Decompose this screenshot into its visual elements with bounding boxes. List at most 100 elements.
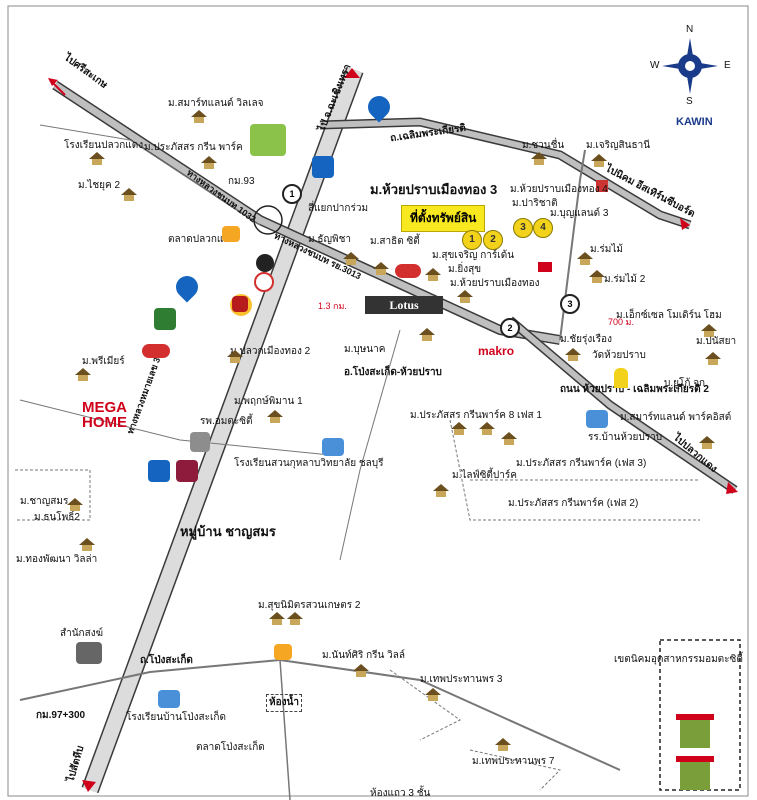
road-label-huaipong: ถนน ห้วยปราบ - เฉลิมพระเกียรติ 2 bbox=[560, 384, 709, 395]
site-marker-4: 4 bbox=[533, 218, 553, 238]
label-school-suan: โรงเรียนสวนกุหลาบวิทยาลัย ชลบุรี bbox=[234, 458, 384, 469]
bangchak-logo-icon bbox=[254, 272, 274, 292]
label-bsouth: บ.ยูโก้ จก. bbox=[664, 378, 708, 389]
house-icon bbox=[424, 268, 442, 282]
label-market-pong: ตลาดโป่งสะเก็ด bbox=[196, 742, 265, 753]
compass-w-label: W bbox=[650, 60, 660, 71]
label-life-park: ม.ไลฟ์ซิตี้ปาร์ค bbox=[452, 470, 517, 481]
house-icon bbox=[590, 154, 608, 168]
label-rommai2: ม.ร่มไม้ 2 bbox=[604, 274, 646, 285]
label-phruksa: ม.พฤกษ์พิมาน 1 bbox=[234, 396, 303, 407]
road-label-bong: อ.โป่งสะเก็ด-ห้วยปราบ bbox=[344, 367, 442, 378]
house-icon bbox=[494, 738, 512, 752]
label-rommai: ม.ร่มไม้ bbox=[590, 244, 623, 255]
site-marker-2: 2 bbox=[483, 230, 503, 250]
house-icon bbox=[190, 110, 208, 124]
label-suanpetch2: ม.สุขนิมิตรสวนเกษตร 2 bbox=[258, 600, 361, 611]
house-icon bbox=[450, 422, 468, 436]
makro-logo: makro bbox=[478, 344, 515, 358]
label-excel: ม.เอ็กซ์เซล โมเดิร์น โฮม bbox=[616, 310, 722, 321]
label-prasat3: ม.ประภัสสร กรีนพาร์ค (เฟส 3) bbox=[516, 458, 647, 469]
label-wat-huay: วัดห้วยปราบ bbox=[592, 350, 646, 361]
label-junction: สี่แยกปากร่วม bbox=[308, 203, 369, 214]
label-lamnak: สำนักสงฆ์ bbox=[60, 628, 104, 639]
label-punsaya: ม.ปนัสยา bbox=[696, 336, 737, 347]
label-school-pong: โรงเรียนบ้านโป่งสะเก็ด bbox=[126, 712, 226, 723]
house-icon bbox=[66, 498, 84, 512]
compass-icon bbox=[662, 38, 718, 94]
house-icon bbox=[588, 270, 606, 284]
esso-logo-2-icon bbox=[395, 264, 421, 278]
mega-label: MEGA bbox=[82, 399, 127, 416]
label-yingsuk: ม.ยิ่งสุข bbox=[448, 264, 482, 275]
label-smart-park: ม.สมาร์ทแลนด์ พาร์คอิสต์ bbox=[620, 412, 732, 423]
compass-n-label: N bbox=[686, 24, 694, 35]
label-cha-un: ม.ชวนชื่น bbox=[522, 140, 565, 151]
lotus-logo: Lotus bbox=[365, 296, 443, 314]
house-icon bbox=[500, 432, 518, 446]
house-icon bbox=[418, 328, 436, 342]
distance-label-1: 1.3 กม. bbox=[318, 301, 347, 311]
label-nakhonsiri: ม.นันท์ศิริ กรีน วิลล์ bbox=[322, 650, 406, 661]
label-parichat: ม.ปาริชาติ bbox=[512, 198, 558, 209]
label-thongpat: ม.ทองพัฒนา วิลล่า bbox=[16, 554, 98, 565]
label-sachit: ม.สาธิต ซิตี้ bbox=[370, 236, 420, 247]
label-huay-muang: ม.ห้วยปราบเมืองทอง bbox=[450, 278, 540, 289]
market-icon bbox=[222, 226, 240, 242]
kbank-logo-icon bbox=[176, 460, 198, 482]
label-chairung: ม.ชัยรุ่งเรือง bbox=[560, 334, 612, 345]
label-pluak-muang2: ม.ปลวกเมืองทอง 2 bbox=[230, 346, 311, 357]
label-prempree: ม.พรีเมียร์ bbox=[82, 356, 125, 367]
junction-number-3: 3 bbox=[560, 294, 580, 314]
label-market-pluak: ตลาดปลวกแดง bbox=[168, 234, 235, 245]
label-prasat-green: ม.ประภัสสร กรีน พาร์ค bbox=[144, 142, 243, 153]
hotel-logo-icon bbox=[250, 124, 286, 156]
compass-e-label: E bbox=[724, 60, 731, 71]
label-smart-village: ม.สมาร์ทแลนด์ วิลเลจ bbox=[168, 98, 264, 109]
label-thepprathan3: ม.เทพประทานพร 3 bbox=[420, 674, 503, 685]
house-icon bbox=[266, 410, 284, 424]
house-icon bbox=[74, 368, 92, 382]
label-km93: กม.93 bbox=[228, 176, 255, 187]
station-logo-icon bbox=[154, 308, 176, 330]
gas-logo-icon bbox=[232, 296, 248, 312]
road-label-pong: ถ.โป่งสะเก็ด bbox=[140, 655, 193, 666]
house-icon bbox=[226, 350, 244, 364]
label-school-pluak: โรงเรียนปลวกแดง bbox=[64, 140, 144, 151]
school-icon bbox=[586, 410, 608, 428]
house-icon bbox=[700, 324, 718, 338]
label-chansamorn: ม.ชาญสมร bbox=[20, 496, 69, 507]
home-label: HOME bbox=[82, 414, 127, 431]
site-marker-3: 3 bbox=[513, 218, 533, 238]
label-sukchaoen: ม.สุขเจริญ การ์เด้น bbox=[432, 250, 515, 261]
mega-logo: MEGA HOME bbox=[82, 400, 127, 430]
brand-label: KAWIN bbox=[676, 116, 713, 128]
house-icon bbox=[78, 538, 96, 552]
school-icon bbox=[322, 438, 344, 456]
label-hospital: รพ.อมตะซิตี้ bbox=[200, 416, 253, 427]
house-icon bbox=[352, 664, 370, 678]
temple-icon bbox=[614, 368, 628, 388]
house-icon bbox=[268, 612, 286, 626]
label-prasat2: ม.ประภัสสร กรีนพาร์ค (เฟส 2) bbox=[508, 498, 639, 509]
esso-logo-icon bbox=[142, 344, 170, 358]
label-clinic: ห้องน้ำ bbox=[266, 694, 302, 712]
label-huay-muang4: ม.ห้วยปราบเมืองทอง 4 bbox=[510, 184, 608, 195]
label-charoensin: ม.เจริญสินธานี bbox=[586, 140, 651, 151]
house-icon bbox=[120, 188, 138, 202]
school-icon bbox=[158, 690, 180, 708]
compass-s-label: S bbox=[686, 96, 693, 107]
pt-logo-2-icon bbox=[148, 460, 170, 482]
label-bottom-text: ห้องแถว 3 ชั้น bbox=[370, 788, 431, 799]
house-icon bbox=[564, 348, 582, 362]
label-amata: เขตนิคมอุตสาหกรรมอมตะซิตี้ bbox=[614, 654, 743, 665]
label-prasat8: ม.ประภัสสร กรีนพาร์ค 8 เฟส 1 bbox=[410, 410, 542, 421]
label-huay-muang3: ม.ห้วยปราบเมืองทอง 3 bbox=[370, 182, 498, 197]
bank-logo-icon bbox=[256, 254, 274, 272]
label-thepprathan: ม.เทพประทานพร 7 bbox=[472, 756, 555, 767]
label-boonlan3: ม.บุญแลนด์ 3 bbox=[550, 208, 609, 219]
temple-icon bbox=[76, 642, 102, 664]
house-icon bbox=[200, 156, 218, 170]
